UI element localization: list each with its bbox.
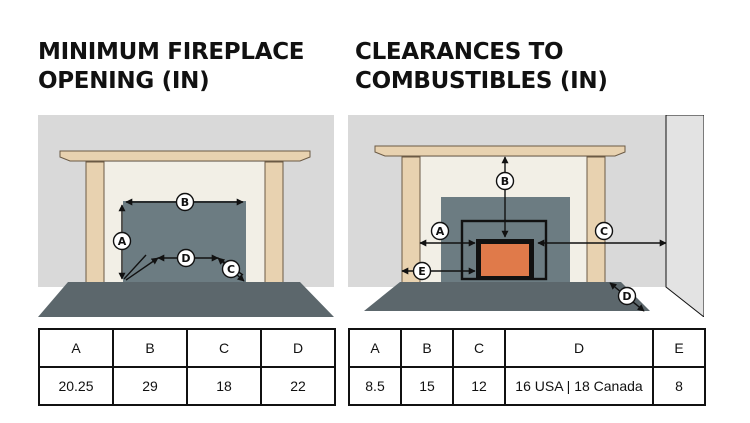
title-line: MINIMUM FIREPLACE xyxy=(38,39,305,65)
marker-e: E xyxy=(412,261,432,281)
clearances-diagram: B A C E D xyxy=(348,115,704,317)
title-minimum-opening: MINIMUM FIREPLACE OPENING (IN) xyxy=(38,38,305,96)
table-header-cell: D xyxy=(504,328,654,368)
marker-d: D xyxy=(176,248,196,268)
fireplace-opening-diagram: A B C D xyxy=(38,115,334,317)
opening-dimensions-table: A B C D 20.25 29 18 22 xyxy=(38,328,336,406)
hearth xyxy=(364,282,650,311)
marker-c: C xyxy=(221,259,241,279)
marker-b: B xyxy=(495,171,515,191)
marker-b-label: B xyxy=(501,175,509,188)
marker-e-label: E xyxy=(418,265,426,278)
table-cell: 29 xyxy=(112,366,188,406)
marker-b-label: B xyxy=(181,196,189,209)
table-cell: 22 xyxy=(260,366,336,406)
table-header-cell: B xyxy=(112,328,188,368)
title-clearances: CLEARANCES TO COMBUSTIBLES (IN) xyxy=(355,38,608,96)
marker-d-label: D xyxy=(181,252,190,265)
table-cell: 15 xyxy=(400,366,454,406)
table-header-cell: E xyxy=(652,328,706,368)
table-cell: 18 xyxy=(186,366,262,406)
title-line: CLEARANCES TO xyxy=(355,39,564,65)
marker-c-label: C xyxy=(227,263,235,276)
table-cell: 16 USA | 18 Canada xyxy=(504,366,654,406)
mantel-shelf xyxy=(374,145,626,157)
mantel-leg-right xyxy=(586,156,606,286)
hearth xyxy=(38,282,334,317)
table-row: 8.5 15 12 16 USA | 18 Canada 8 xyxy=(348,366,706,406)
title-line: COMBUSTIBLES (IN) xyxy=(355,68,608,94)
table-header-cell: A xyxy=(38,328,114,368)
table-cell: 8.5 xyxy=(348,366,402,406)
marker-a-label: A xyxy=(118,235,127,248)
firebox-floor-edge xyxy=(123,254,147,280)
marker-c-label: C xyxy=(600,225,608,238)
mantel-leg-left xyxy=(85,161,105,287)
table-header-cell: C xyxy=(452,328,506,368)
dimension-d-line-left xyxy=(125,257,159,281)
table-cell: 12 xyxy=(452,366,506,406)
table-cell: 8 xyxy=(652,366,706,406)
insert-glass xyxy=(481,244,529,276)
mantel-shelf xyxy=(59,150,311,162)
title-line: OPENING (IN) xyxy=(38,68,210,94)
marker-b: B xyxy=(175,192,195,212)
table-header-cell: B xyxy=(400,328,454,368)
table-cell: 20.25 xyxy=(38,366,114,406)
marker-c: C xyxy=(594,221,614,241)
mantel-leg-right xyxy=(264,161,284,287)
marker-d-label: D xyxy=(622,290,631,303)
side-wall xyxy=(665,115,704,317)
table-header-cell: C xyxy=(186,328,262,368)
marker-a: A xyxy=(112,231,132,251)
marker-a-label: A xyxy=(436,225,445,238)
table-header-cell: D xyxy=(260,328,336,368)
table-header-row: A B C D xyxy=(38,328,336,368)
marker-a: A xyxy=(430,221,450,241)
table-row: 20.25 29 18 22 xyxy=(38,366,336,406)
table-header-row: A B C D E xyxy=(348,328,706,368)
table-header-cell: A xyxy=(348,328,402,368)
marker-d: D xyxy=(617,286,637,306)
clearances-table: A B C D E 8.5 15 12 16 USA | 18 Canada 8 xyxy=(348,328,706,406)
